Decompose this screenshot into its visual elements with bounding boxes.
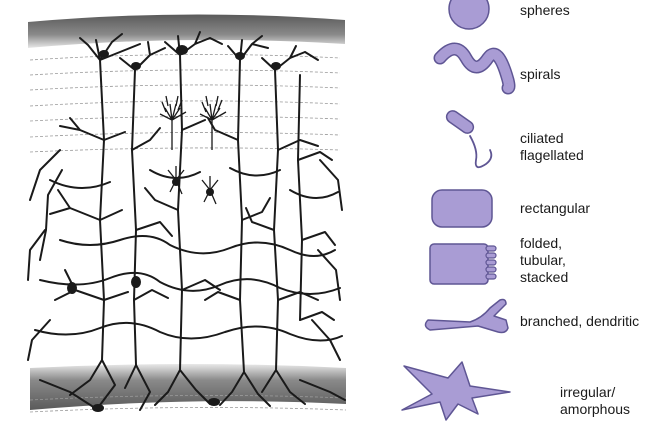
folded-block-icon	[430, 244, 496, 284]
sphere-icon	[449, 0, 489, 29]
cell-bodies	[67, 45, 281, 412]
bottom-tissue-band	[30, 364, 346, 410]
neurons	[28, 32, 345, 410]
label-branched-dendritic: branched, dendritic	[520, 313, 639, 330]
branch-icon	[425, 300, 508, 333]
label-spheres: spheres	[520, 2, 570, 19]
label-folded-tubular-stacked: folded, tubular, stacked	[520, 235, 568, 286]
spiral-icon	[440, 49, 509, 88]
flagellum-icon	[444, 108, 491, 167]
amorphous-star-icon	[402, 362, 510, 420]
label-ciliated-flagellated: ciliated flagellated	[520, 130, 584, 164]
top-tissue-band	[28, 14, 345, 48]
label-rectangular: rectangular	[520, 200, 590, 217]
tufted-neurons	[160, 96, 226, 204]
rectangle-icon	[432, 190, 492, 227]
label-irregular-amorphous: irregular/ amorphous	[560, 384, 630, 418]
neural-tissue-illustration	[28, 14, 346, 412]
label-spirals: spirals	[520, 66, 560, 83]
